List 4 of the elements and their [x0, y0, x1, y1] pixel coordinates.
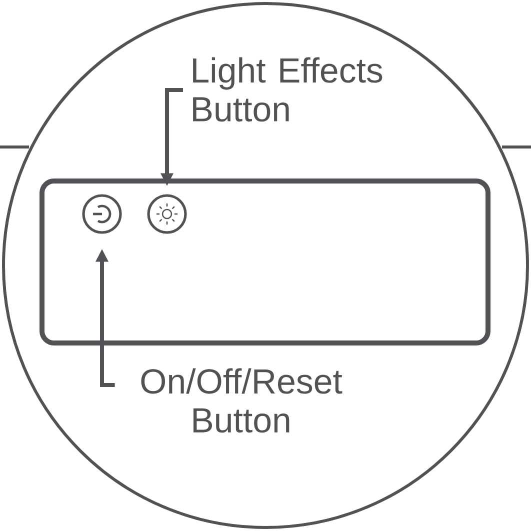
callout-text: Light Effects Button — [193, 57, 382, 122]
light-button-icon — [147, 194, 187, 234]
power-button-icon — [82, 194, 122, 234]
callout-text: On/Off/Reset Button — [141, 368, 342, 433]
